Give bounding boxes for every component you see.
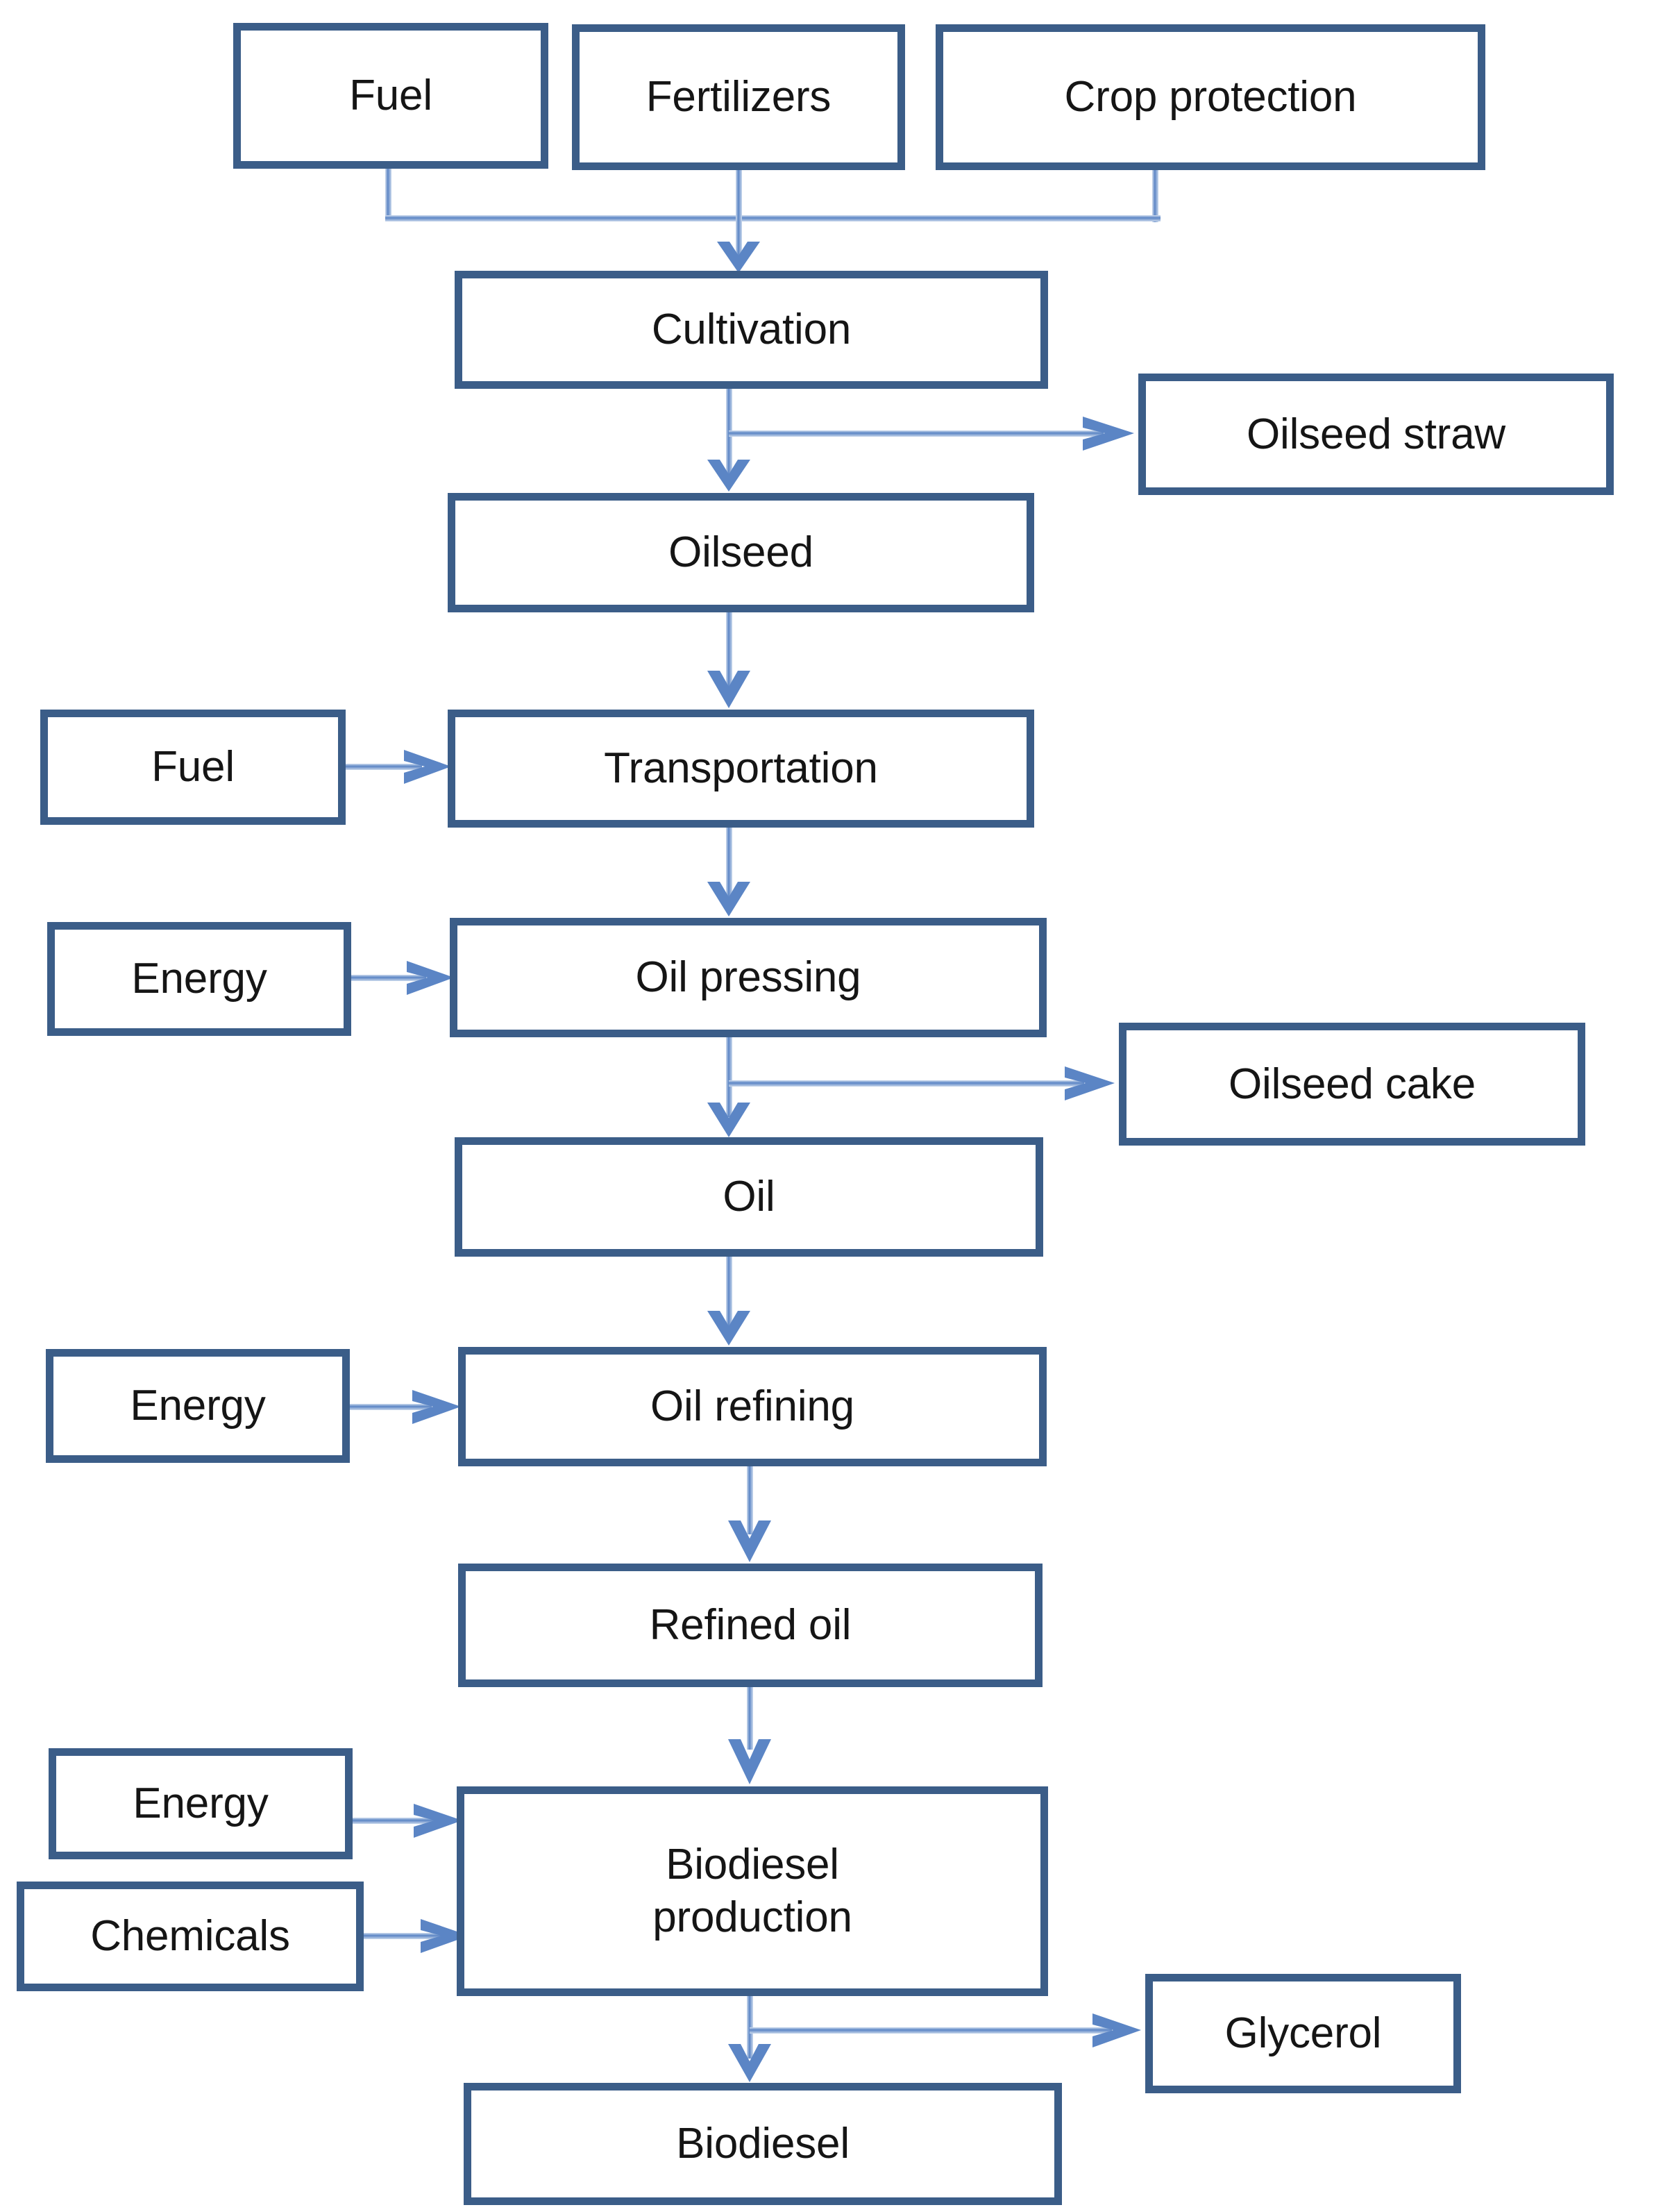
- node-energy-biodiesel[interactable]: Energy: [49, 1748, 353, 1859]
- node-biodiesel-production-label: Biodiesel production: [652, 1841, 852, 1941]
- node-energy-oil-pressing[interactable]: Energy: [47, 922, 351, 1036]
- node-oil-refining-label: Oil refining: [650, 1382, 854, 1431]
- connector-refined-oil-to-biodiesel-production: [728, 1687, 771, 1784]
- node-cultivation-label: Cultivation: [651, 305, 852, 354]
- connector-fertilizers-to-cultivation: [717, 170, 760, 273]
- node-oil-label: Oil: [723, 1173, 775, 1221]
- node-chemicals[interactable]: Chemicals: [17, 1882, 364, 1991]
- node-refined-oil-label: Refined oil: [649, 1601, 852, 1650]
- connector-cultivation-to-oilseed-straw: [729, 417, 1134, 451]
- node-oil-pressing-label: Oil pressing: [635, 953, 861, 1002]
- connector-fuel-to-transportation: [346, 750, 451, 784]
- node-energy-biodiesel-label: Energy: [133, 1779, 269, 1828]
- node-oil-pressing[interactable]: Oil pressing: [450, 918, 1047, 1037]
- node-glycerol[interactable]: Glycerol: [1145, 1974, 1461, 2093]
- connector-oil-refining-to-refined-oil: [728, 1466, 771, 1562]
- node-oilseed[interactable]: Oilseed: [448, 493, 1034, 612]
- connector-cultivation-to-oilseed: [707, 389, 750, 492]
- node-transportation-label: Transportation: [604, 744, 878, 793]
- node-oilseed-cake[interactable]: Oilseed cake: [1119, 1023, 1585, 1146]
- node-crop-protection-label: Crop protection: [1064, 73, 1357, 122]
- node-biodiesel[interactable]: Biodiesel: [464, 2083, 1062, 2205]
- connector-oil-to-oil-refining: [707, 1257, 750, 1346]
- node-energy-oil-refining[interactable]: Energy: [46, 1349, 350, 1463]
- connector-biodiesel-production-to-glycerol: [750, 2013, 1141, 2047]
- node-oil-refining[interactable]: Oil refining: [458, 1347, 1047, 1466]
- node-refined-oil[interactable]: Refined oil: [458, 1564, 1043, 1687]
- node-glycerol-label: Glycerol: [1224, 2009, 1382, 2058]
- connector-oilseed-to-transportation: [707, 612, 750, 708]
- node-oil[interactable]: Oil: [455, 1137, 1043, 1257]
- node-fuel-top[interactable]: Fuel: [233, 23, 548, 169]
- node-cultivation[interactable]: Cultivation: [455, 271, 1048, 389]
- node-fuel-left[interactable]: Fuel: [40, 710, 346, 825]
- node-oilseed-straw-label: Oilseed straw: [1247, 410, 1505, 458]
- connector-energy-to-biodiesel-production: [353, 1804, 462, 1838]
- connector-oil-pressing-to-oil: [707, 1037, 750, 1137]
- node-energy-oil-refining-label: Energy: [130, 1382, 266, 1430]
- connector-crop-protection-to-cultivation: [737, 170, 1161, 222]
- node-oilseed-cake-label: Oilseed cake: [1228, 1059, 1476, 1108]
- node-chemicals-label: Chemicals: [90, 1912, 290, 1961]
- connector-fuel-top-to-cultivation: [385, 169, 879, 221]
- node-biodiesel-label: Biodiesel: [676, 2120, 850, 2168]
- node-fuel-top-label: Fuel: [349, 72, 432, 120]
- connector-biodiesel-production-to-biodiesel: [728, 1996, 771, 2082]
- connector-energy-to-oil-refining: [350, 1390, 461, 1424]
- connector-transportation-to-oil-pressing: [707, 828, 750, 916]
- node-fertilizers[interactable]: Fertilizers: [572, 24, 905, 170]
- node-oilseed-straw[interactable]: Oilseed straw: [1138, 374, 1614, 495]
- node-fertilizers-label: Fertilizers: [645, 73, 832, 122]
- node-biodiesel-production[interactable]: Biodiesel production: [457, 1786, 1048, 1996]
- connector-energy-to-oil-pressing: [351, 961, 454, 995]
- node-transportation[interactable]: Transportation: [448, 710, 1034, 828]
- node-energy-oil-pressing-label: Energy: [131, 955, 267, 1003]
- node-crop-protection[interactable]: Crop protection: [936, 24, 1485, 170]
- node-oilseed-label: Oilseed: [668, 528, 813, 577]
- connector-chemicals-to-biodiesel-production: [364, 1919, 469, 1953]
- connector-oil-pressing-to-oilseed-cake: [729, 1066, 1115, 1100]
- node-fuel-left-label: Fuel: [151, 743, 235, 791]
